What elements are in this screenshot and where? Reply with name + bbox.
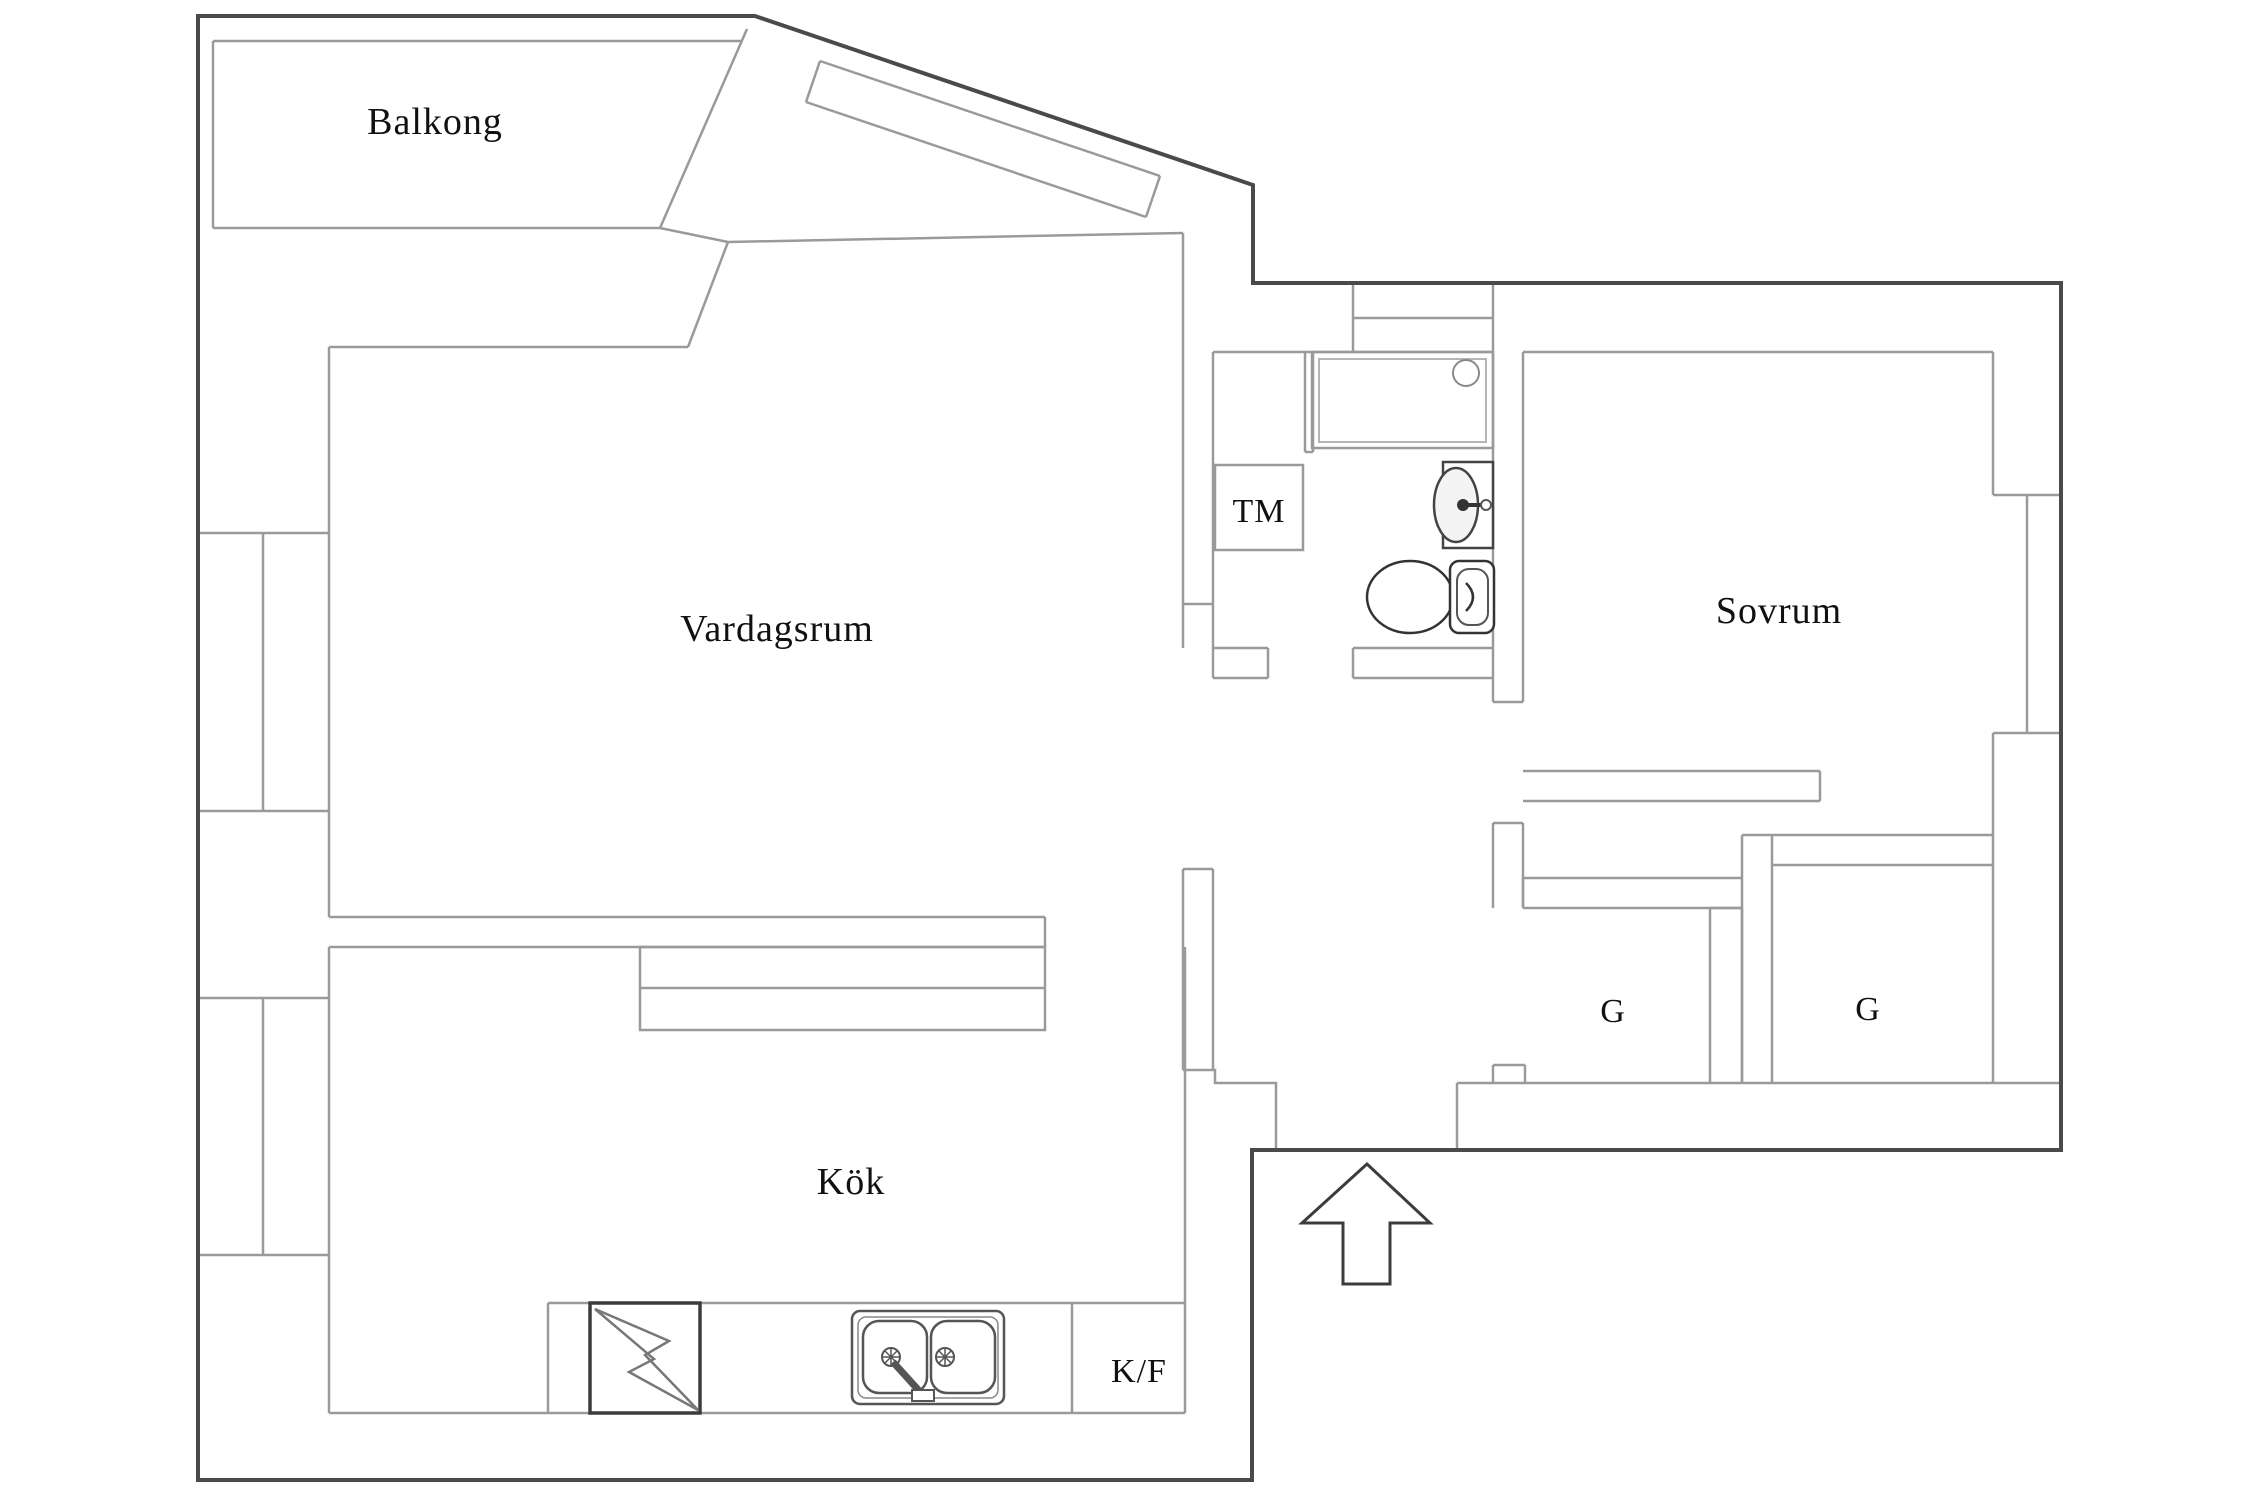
- shower-tray-inner: [1318, 358, 1487, 443]
- toilet-bowl: [1365, 559, 1455, 635]
- bedroom-west-wall-upper: [1491, 352, 1525, 704]
- bathroom-bottom-wall-right: [1351, 646, 1493, 680]
- wardrobe-separator: [1708, 906, 1744, 1083]
- kitchen-fixtures: [588, 1301, 1006, 1415]
- shower-drain: [1452, 359, 1480, 387]
- bathroom-bottom-wall-left: [1211, 646, 1270, 680]
- step-edge: [659, 226, 729, 244]
- washing-machine-box: [1213, 463, 1305, 552]
- shower-tray: [1310, 350, 1495, 450]
- diagonal-window-cap-left: [804, 60, 822, 103]
- living-room-corner-connector: [686, 241, 730, 348]
- entrance-left-jamb: [1183, 1068, 1278, 1150]
- label-living-room: Vardagsrum: [680, 608, 874, 650]
- entrance-arrow: [1298, 1161, 1434, 1286]
- bathroom-fixtures: [1310, 350, 1496, 635]
- bedroom-bottom-wall: [1523, 769, 1822, 803]
- label-bedroom: Sovrum: [1715, 590, 1843, 632]
- balcony-right-slant-wall: [658, 28, 749, 229]
- wardrobe-right-left-wall: [1740, 833, 1774, 1083]
- stove-lightning-icon: [594, 1307, 699, 1412]
- label-fridge-freezer: K/F: [1111, 1353, 1167, 1390]
- label-kitchen: Kök: [816, 1161, 886, 1203]
- hall-bottom-inner-wall: [1455, 1081, 2061, 1150]
- basin-faucet-handle: [1480, 499, 1492, 511]
- label-balcony: Balkong: [367, 101, 503, 143]
- sink-drain-left-detail: [883, 1349, 899, 1365]
- sink-faucet-base: [911, 1389, 935, 1402]
- hall-bottom-jamb-notch: [1491, 1063, 1527, 1083]
- diagonal-window-cap-right: [1144, 175, 1162, 218]
- diagonal-window-inner: [805, 100, 1147, 219]
- label-wardrobe-left: G: [1600, 993, 1626, 1030]
- wardrobe-left-top-wall: [1521, 876, 1742, 910]
- toilet-flush-detail: [1465, 582, 1475, 612]
- diagonal-window-outer: [819, 59, 1161, 178]
- sink-drain-left: [881, 1347, 901, 1367]
- inner-walls: [198, 28, 2061, 1415]
- label-washing-machine: TM: [1232, 493, 1286, 530]
- building-outline: [196, 14, 2063, 1482]
- sink-drain-right-detail: [937, 1349, 953, 1365]
- bedroom-west-wall-stub: [1491, 821, 1525, 908]
- sink-faucet: [890, 1359, 925, 1397]
- outer-walls: [196, 14, 2063, 1482]
- wardrobe-right-top-wall: [1772, 833, 1993, 867]
- sink-basin-right: [929, 1319, 997, 1395]
- living-room-upper-right-edge: [727, 231, 1184, 244]
- label-wardrobe-right: G: [1855, 991, 1881, 1028]
- sink-drain-right: [935, 1347, 955, 1367]
